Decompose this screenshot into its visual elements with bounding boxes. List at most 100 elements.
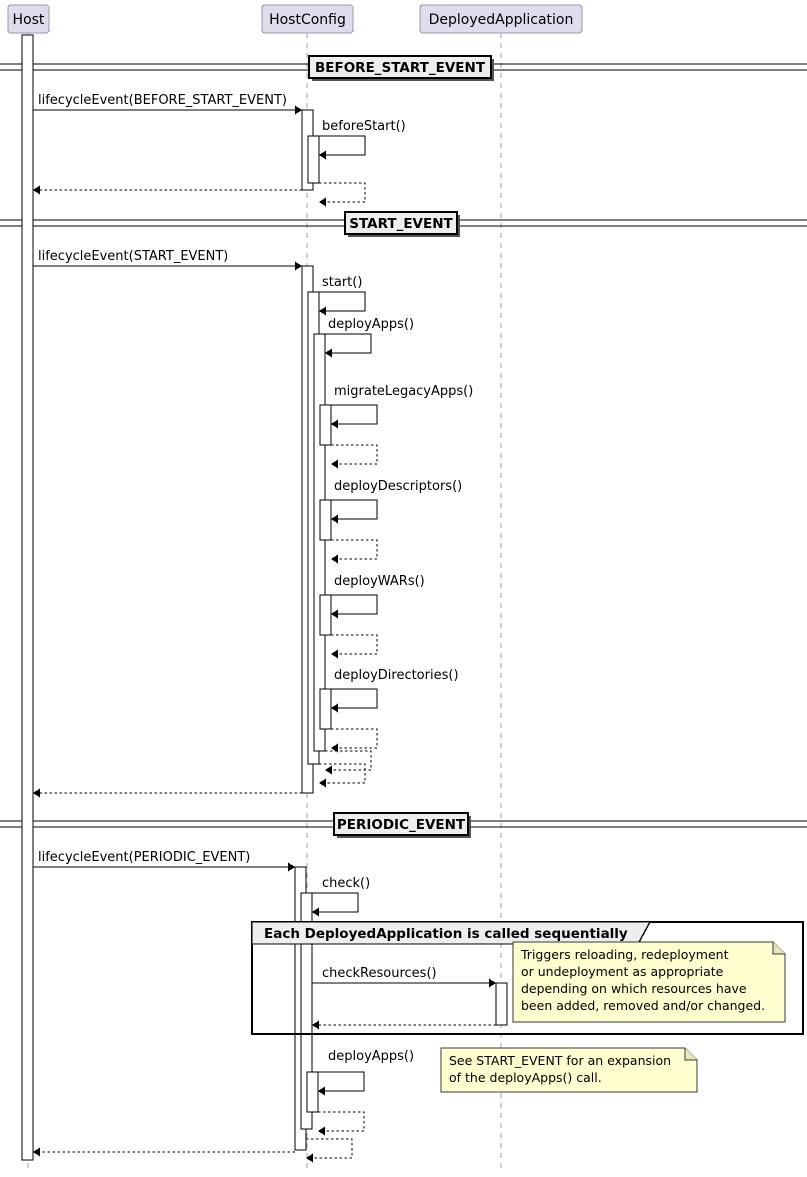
messages-layer: lifecycleEvent(BEFORE_START_EVENT)before…	[33, 93, 496, 1163]
self-message-path	[318, 1111, 365, 1132]
self-message-path	[331, 594, 378, 615]
self-message-path	[319, 135, 366, 156]
self-message-path	[331, 404, 378, 425]
message-label: deployApps()	[328, 317, 414, 332]
activation-bar-hc-deployapps-periodic	[306, 1071, 319, 1113]
message-m25	[306, 1138, 353, 1163]
divider-periodic: PERIODIC_EVENT	[0, 812, 807, 838]
message-label: lifecycleEvent(BEFORE_START_EVENT)	[38, 93, 287, 108]
message-label: lifecycleEvent(PERIODIC_EVENT)	[38, 850, 250, 865]
self-message-arrowhead	[325, 765, 332, 775]
self-message-path	[312, 892, 359, 913]
self-message-path	[325, 333, 372, 354]
message-m20: check()	[312, 876, 370, 917]
self-message-path	[318, 1071, 365, 1092]
self-message-path	[319, 182, 366, 203]
note-line: Triggers reloading, redeployment	[520, 947, 729, 962]
participant-deployedapplication[interactable]: DeployedApplication	[419, 4, 583, 34]
self-message-path	[331, 688, 378, 709]
message-label: deployDirectories()	[334, 668, 459, 683]
activation-bar-hc-wars	[319, 594, 332, 636]
self-message-path	[325, 750, 372, 771]
note-deploy-apps: See START_EVENT for an expansion of the d…	[440, 1047, 698, 1093]
note-fold-corner	[684, 1048, 697, 1061]
divider-label: BEFORE_START_EVENT	[315, 60, 486, 76]
message-arrowhead	[295, 261, 302, 271]
message-m8: migrateLegacyApps()	[331, 384, 473, 429]
message-arrowhead	[312, 1020, 319, 1030]
message-label: start()	[322, 275, 362, 290]
participant-label: HostConfig	[269, 12, 346, 28]
self-message-path	[331, 499, 378, 520]
self-message-arrowhead	[331, 554, 338, 564]
message-m23: deployApps()	[318, 1049, 414, 1096]
group-label: Each DeployedApplication is called seque…	[264, 926, 628, 942]
divider-before-start: BEFORE_START_EVENT	[0, 55, 807, 81]
participant-hostconfig[interactable]: HostConfig	[261, 4, 354, 34]
message-label: migrateLegacyApps()	[334, 384, 473, 399]
self-message-path	[319, 291, 366, 312]
message-m13	[331, 634, 378, 659]
self-message-arrowhead	[318, 1086, 325, 1096]
message-m12: deployWARs()	[331, 574, 425, 619]
activations-layer	[21, 34, 508, 1161]
self-message-path	[306, 1138, 353, 1159]
note-line: See START_EVENT for an expansion	[449, 1053, 671, 1068]
divider-box	[344, 211, 458, 235]
message-m6: start()	[319, 275, 366, 316]
self-message-path	[331, 634, 378, 655]
note-line: of the deployApps() call.	[449, 1070, 602, 1085]
self-message-arrowhead	[325, 348, 332, 358]
self-message-arrowhead	[312, 907, 319, 917]
message-m10: deployDescriptors()	[331, 479, 462, 524]
message-m16	[325, 750, 372, 775]
self-message-arrowhead	[318, 1126, 325, 1136]
self-message-arrowhead	[319, 197, 326, 207]
note-line: been added, removed and/or changed.	[521, 998, 765, 1013]
activation-bar-hc-directories	[319, 688, 332, 730]
self-message-arrowhead	[331, 459, 338, 469]
divider-box	[308, 55, 492, 79]
activation-bar-hc-migrate	[319, 404, 332, 446]
message-m5: lifecycleEvent(START_EVENT)	[33, 249, 302, 271]
divider-label: PERIODIC_EVENT	[337, 817, 466, 833]
self-message-arrowhead	[331, 743, 338, 753]
lifelines-layer	[27, 33, 502, 1172]
self-message-path	[331, 539, 378, 560]
message-arrowhead	[295, 105, 302, 115]
message-m3	[319, 182, 366, 207]
message-arrowhead	[288, 862, 295, 872]
message-m15	[331, 728, 378, 753]
participant-host[interactable]: Host	[7, 4, 50, 34]
self-message-arrowhead	[331, 703, 338, 713]
participant-box[interactable]	[7, 4, 50, 34]
activation-bar-host-main	[21, 34, 34, 1161]
message-m14: deployDirectories()	[331, 668, 459, 713]
activation-bar-hc-start-l3	[313, 333, 326, 752]
message-m1: lifecycleEvent(BEFORE_START_EVENT)	[33, 93, 302, 115]
message-m4	[33, 185, 302, 195]
message-m2: beforeStart()	[319, 119, 406, 160]
self-message-arrowhead	[331, 514, 338, 524]
message-label: lifecycleEvent(START_EVENT)	[38, 249, 228, 264]
message-arrowhead	[33, 185, 40, 195]
note-body	[440, 1047, 698, 1093]
message-label: deployApps()	[328, 1049, 414, 1064]
self-message-arrowhead	[331, 609, 338, 619]
participant-box[interactable]	[261, 4, 354, 34]
message-arrowhead	[33, 1147, 40, 1157]
activation-bar-da-checkresources	[495, 982, 508, 1026]
self-message-path	[331, 728, 378, 749]
self-message-arrowhead	[319, 150, 326, 160]
message-m18	[33, 788, 302, 798]
self-message-arrowhead	[331, 419, 338, 429]
self-message-arrowhead	[319, 778, 326, 788]
message-arrowhead	[33, 788, 40, 798]
participant-box[interactable]	[419, 4, 583, 34]
message-arrowhead	[489, 978, 496, 988]
message-m9	[331, 444, 378, 469]
